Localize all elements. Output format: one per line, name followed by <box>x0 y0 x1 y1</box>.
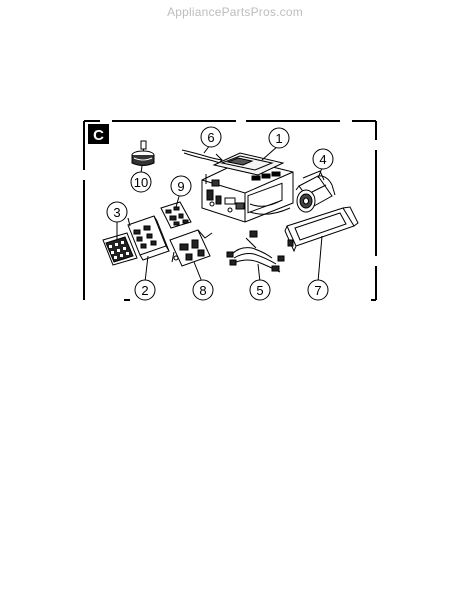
part-wire-harness <box>226 230 285 273</box>
callout-number: 9 <box>177 179 184 194</box>
callout-number: 10 <box>134 175 148 190</box>
part-control-board <box>127 215 170 261</box>
callout-number: 7 <box>314 283 321 298</box>
callout-6: 6 <box>200 126 222 148</box>
frame-border <box>83 120 377 301</box>
callout-9: 9 <box>170 175 192 197</box>
callout-8: 8 <box>192 279 214 301</box>
callout-1: 1 <box>268 127 290 149</box>
part-motor <box>295 170 336 213</box>
part-control-housing <box>201 152 294 223</box>
section-badge: C <box>88 124 109 144</box>
part-thermistor <box>131 140 155 166</box>
callout-number: 2 <box>141 283 148 298</box>
callout-2: 2 <box>134 279 156 301</box>
callout-3: 3 <box>106 201 128 223</box>
part-keypad-overlay <box>102 232 138 266</box>
leader-lines <box>116 144 323 283</box>
callout-number: 3 <box>113 205 120 220</box>
part-relay-board <box>169 229 213 267</box>
callout-number: 8 <box>199 283 206 298</box>
part-door-frame <box>284 206 359 253</box>
part-wire-lead <box>181 149 223 165</box>
callout-7: 7 <box>307 279 329 301</box>
callout-number: 6 <box>207 130 214 145</box>
callout-number: 4 <box>319 152 326 167</box>
part-circuit-board <box>160 201 192 229</box>
callout-5: 5 <box>249 279 271 301</box>
section-letter: C <box>93 127 104 144</box>
callout-number: 5 <box>256 283 263 298</box>
callout-number: 1 <box>275 131 282 146</box>
callout-10: 10 <box>130 171 152 193</box>
watermark-text: AppliancePartsPros.com <box>167 5 303 19</box>
callout-4: 4 <box>312 148 334 170</box>
